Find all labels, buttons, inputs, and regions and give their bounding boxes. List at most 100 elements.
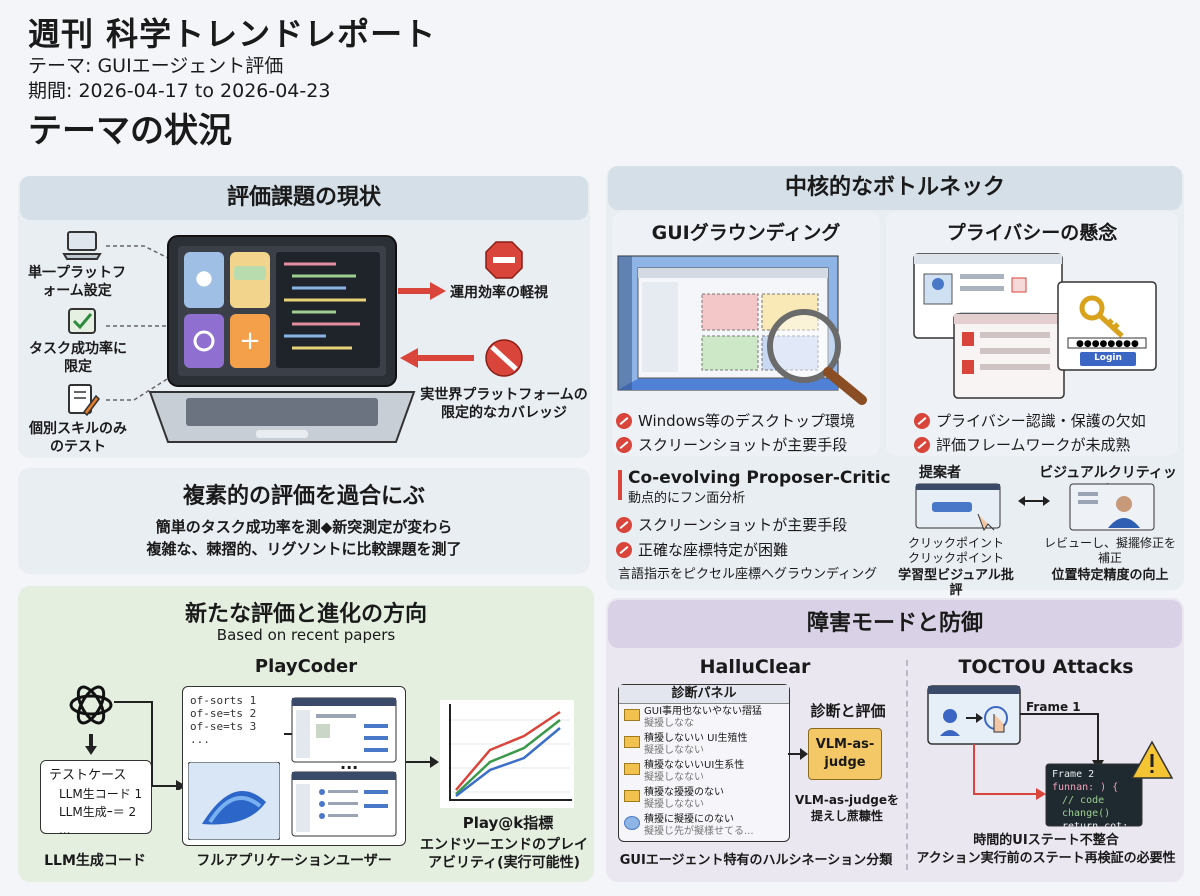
frame2-code: Frame 2 funnan: ) { // code change() ret… bbox=[1052, 768, 1142, 846]
critic-screen-icon bbox=[1069, 483, 1155, 531]
label-single-platform: 単一プラットフォーム設定 bbox=[28, 265, 126, 299]
toctou-footer-line: アクション実行前のステート再検証の必要性 bbox=[916, 851, 1176, 866]
list-item: 積擾なないいUI生系性擬擾しなない bbox=[624, 760, 786, 787]
diagnostic-panel-title: 診断パネル bbox=[619, 685, 789, 704]
arrow-right-icon bbox=[398, 282, 446, 300]
complex-eval-panel bbox=[18, 468, 590, 574]
proposer-label: 提案者 bbox=[919, 465, 961, 481]
grounding-title: GUIグラウンディング bbox=[651, 222, 841, 244]
test-case-card: テストケース LLM生コード 1 LLM生成ｰ＝ 2 ... bbox=[40, 760, 152, 837]
judge-note-line: VLM-as-judgeを bbox=[794, 793, 900, 807]
directions-title: 新たな評価と進化の方向 bbox=[184, 602, 427, 627]
arrow-down-icon bbox=[85, 734, 97, 755]
critic-desc-line: レビューし、擬擺修正を bbox=[1043, 536, 1176, 550]
complex-eval-title: 複素的の評価を過合にぶ bbox=[182, 484, 425, 509]
app-ellipsis: ... bbox=[340, 754, 359, 773]
toctou-footer: 時間的UIステート不整合 アクション実行前のステート再検証の必要性 bbox=[910, 832, 1182, 868]
code-line: funnan: ) { bbox=[1052, 782, 1119, 793]
stop-sign-icon bbox=[485, 241, 523, 279]
login-button[interactable]: Login bbox=[1094, 353, 1122, 363]
privacy-illustration: ●●●●●●●● bbox=[913, 253, 1157, 399]
folder-icon bbox=[624, 709, 640, 721]
svg-text:●: ● bbox=[195, 265, 212, 289]
frame1-label: Frame 1 bbox=[1026, 700, 1081, 714]
arrow-left-icon bbox=[400, 348, 474, 368]
svg-text:+: + bbox=[239, 326, 261, 356]
proposer-desc-line: クリックポイント bbox=[907, 551, 1004, 565]
coevolve-bullet-2: 正確な座標特定が困難 bbox=[616, 539, 788, 560]
diagnostic-list: GUI事用也ないやない摺猛擬擾しなな 積擾しないい UI生殖性擬擾しなない 積擾… bbox=[624, 706, 786, 841]
label-end-to-end: エンドツーエンドのプレイアビリティ(実行可能性) bbox=[420, 837, 588, 871]
proposer-desc-line: クリックポイント bbox=[907, 536, 1004, 550]
no-sign-icon bbox=[914, 412, 930, 429]
status-heading: テーマの状況 bbox=[28, 111, 232, 151]
llm-logo-icon bbox=[69, 685, 113, 725]
bottleneck-title: 中核的なボトルネック bbox=[608, 166, 1182, 210]
judge-note: VLM-as-judgeを 提えし蔗糠性 bbox=[790, 792, 904, 824]
grounding-bullet-text: スクリーンショットが主要手段 bbox=[638, 436, 848, 454]
coevolve-subtitle: 動点的にフン面分析 bbox=[628, 491, 746, 506]
proposer-desc: クリックポイント クリックポイント 学習型ビジュアル批評 bbox=[894, 536, 1018, 598]
privacy-bullet-text: プライバシー認識・保護の欠如 bbox=[936, 412, 1146, 430]
halluclear-title: HalluClear bbox=[699, 656, 811, 678]
halluclear-footer: GUIエージェント特有のハルシネーション分類 bbox=[619, 853, 893, 868]
folder-icon bbox=[624, 736, 640, 748]
no-sign-icon bbox=[914, 436, 930, 453]
no-sign-icon bbox=[616, 541, 632, 558]
diagnostic-panel: 診断パネル bbox=[618, 684, 790, 842]
svg-text:●●●●●●●●: ●●●●●●●● bbox=[1076, 339, 1139, 349]
coevolve-bullet-text: 正確な座標特定が困難 bbox=[638, 541, 789, 559]
label-full-app: フルアプリケーションユーザー bbox=[196, 853, 392, 869]
diag-item-main: GUI事用也ないやない摺猛 bbox=[644, 706, 763, 717]
coevolve-bullet-1: スクリーンショットが主要手段 bbox=[616, 514, 847, 535]
report-title: 週刊 科学トレンドレポート bbox=[28, 15, 437, 53]
judge-note-line: 提えし蔗糠性 bbox=[810, 809, 883, 823]
dashed-connectors bbox=[106, 245, 173, 401]
label-limited-coverage: 実世界プラットフォームの限定的なカバレッジ bbox=[420, 387, 588, 421]
gear-icon bbox=[624, 816, 640, 830]
no-sign-icon bbox=[616, 412, 632, 429]
app-code-line: of-se=ts 2 bbox=[190, 707, 257, 720]
toctou-footer-line: 時間的UIステート不整合 bbox=[973, 833, 1119, 848]
checkbox-icon bbox=[68, 308, 96, 334]
report-header: 週刊 科学トレンドレポート テーマ: GUIエージェント評価 期間: 2026-… bbox=[28, 14, 436, 152]
bidirectional-arrow-icon bbox=[1018, 496, 1050, 506]
grounding-bullet-text: Windows等のデスクトップ環境 bbox=[638, 412, 855, 430]
vlm-judge-box: VLM-as-judge bbox=[808, 728, 882, 780]
critic-desc-line: 補正 bbox=[1097, 551, 1122, 565]
coevolve-accent-bar bbox=[618, 470, 622, 500]
test-case-line: ... bbox=[59, 823, 71, 837]
list-item: 積擾しないい UI生殖性擬擾しなない bbox=[624, 733, 786, 760]
test-case-line: LLM生成ｰ＝ 2 bbox=[59, 805, 137, 819]
privacy-title: プライバシーの懸念 bbox=[946, 222, 1118, 244]
coevolve-footer: 言語指示をピクセル座標へグラウンディング bbox=[618, 567, 878, 582]
proposer-desc-line: 学習型ビジュアル批評 bbox=[898, 568, 1014, 598]
failure-divider bbox=[906, 660, 908, 870]
connector-llm-app bbox=[114, 701, 186, 790]
list-item: GUI事用也ないやない摺猛擬擾しなな bbox=[624, 706, 786, 733]
app-screens-icon bbox=[284, 697, 397, 837]
complex-eval-line-1: 簡単のタスク成功率を測◆新突測定が変わら bbox=[155, 518, 453, 536]
diag-item-main: 積擾な擾擾のない bbox=[644, 787, 724, 798]
diag-item-main: 積擾なないいUI生系性 bbox=[644, 760, 745, 771]
directions-subtitle: Based on recent papers bbox=[216, 626, 396, 644]
privacy-bullet-text: 評価フレームワークが未成熟 bbox=[936, 436, 1131, 454]
folder-icon bbox=[624, 790, 640, 802]
critic-desc: レビューし、擬擺修正を 補正 位置特定精度の向上 bbox=[1038, 536, 1182, 583]
diag-item-main: 積擾しないい UI生殖性 bbox=[644, 733, 748, 744]
code-line: return cot; bbox=[1062, 821, 1129, 832]
arrow-right-small-icon bbox=[788, 748, 808, 760]
test-case-title: テストケース bbox=[49, 768, 127, 783]
label-operational-efficiency: 運用効率の軽視 bbox=[450, 285, 548, 301]
privacy-bullet-1: プライバシー認識・保護の欠如 bbox=[914, 410, 1146, 431]
diag-item-sub: 擬擾しなない bbox=[644, 772, 704, 783]
label-task-success: タスク成功率に限定 bbox=[29, 341, 127, 375]
document-pen-icon bbox=[68, 384, 100, 417]
privacy-bullet-2: 評価フレームワークが未成熟 bbox=[914, 434, 1131, 455]
diag-item-sub: 擬擾じ先が擬樣せてる... bbox=[644, 826, 754, 837]
code-line: } bbox=[1052, 834, 1059, 845]
laptop-illustration: ● + bbox=[148, 235, 416, 443]
no-sign-icon bbox=[616, 516, 632, 533]
complex-eval-line-2: 複雑な、棘摺的、リグソントに比較課題を測了 bbox=[146, 540, 462, 558]
coevolve-title: Co-evolving Proposer-Critic bbox=[628, 468, 891, 488]
